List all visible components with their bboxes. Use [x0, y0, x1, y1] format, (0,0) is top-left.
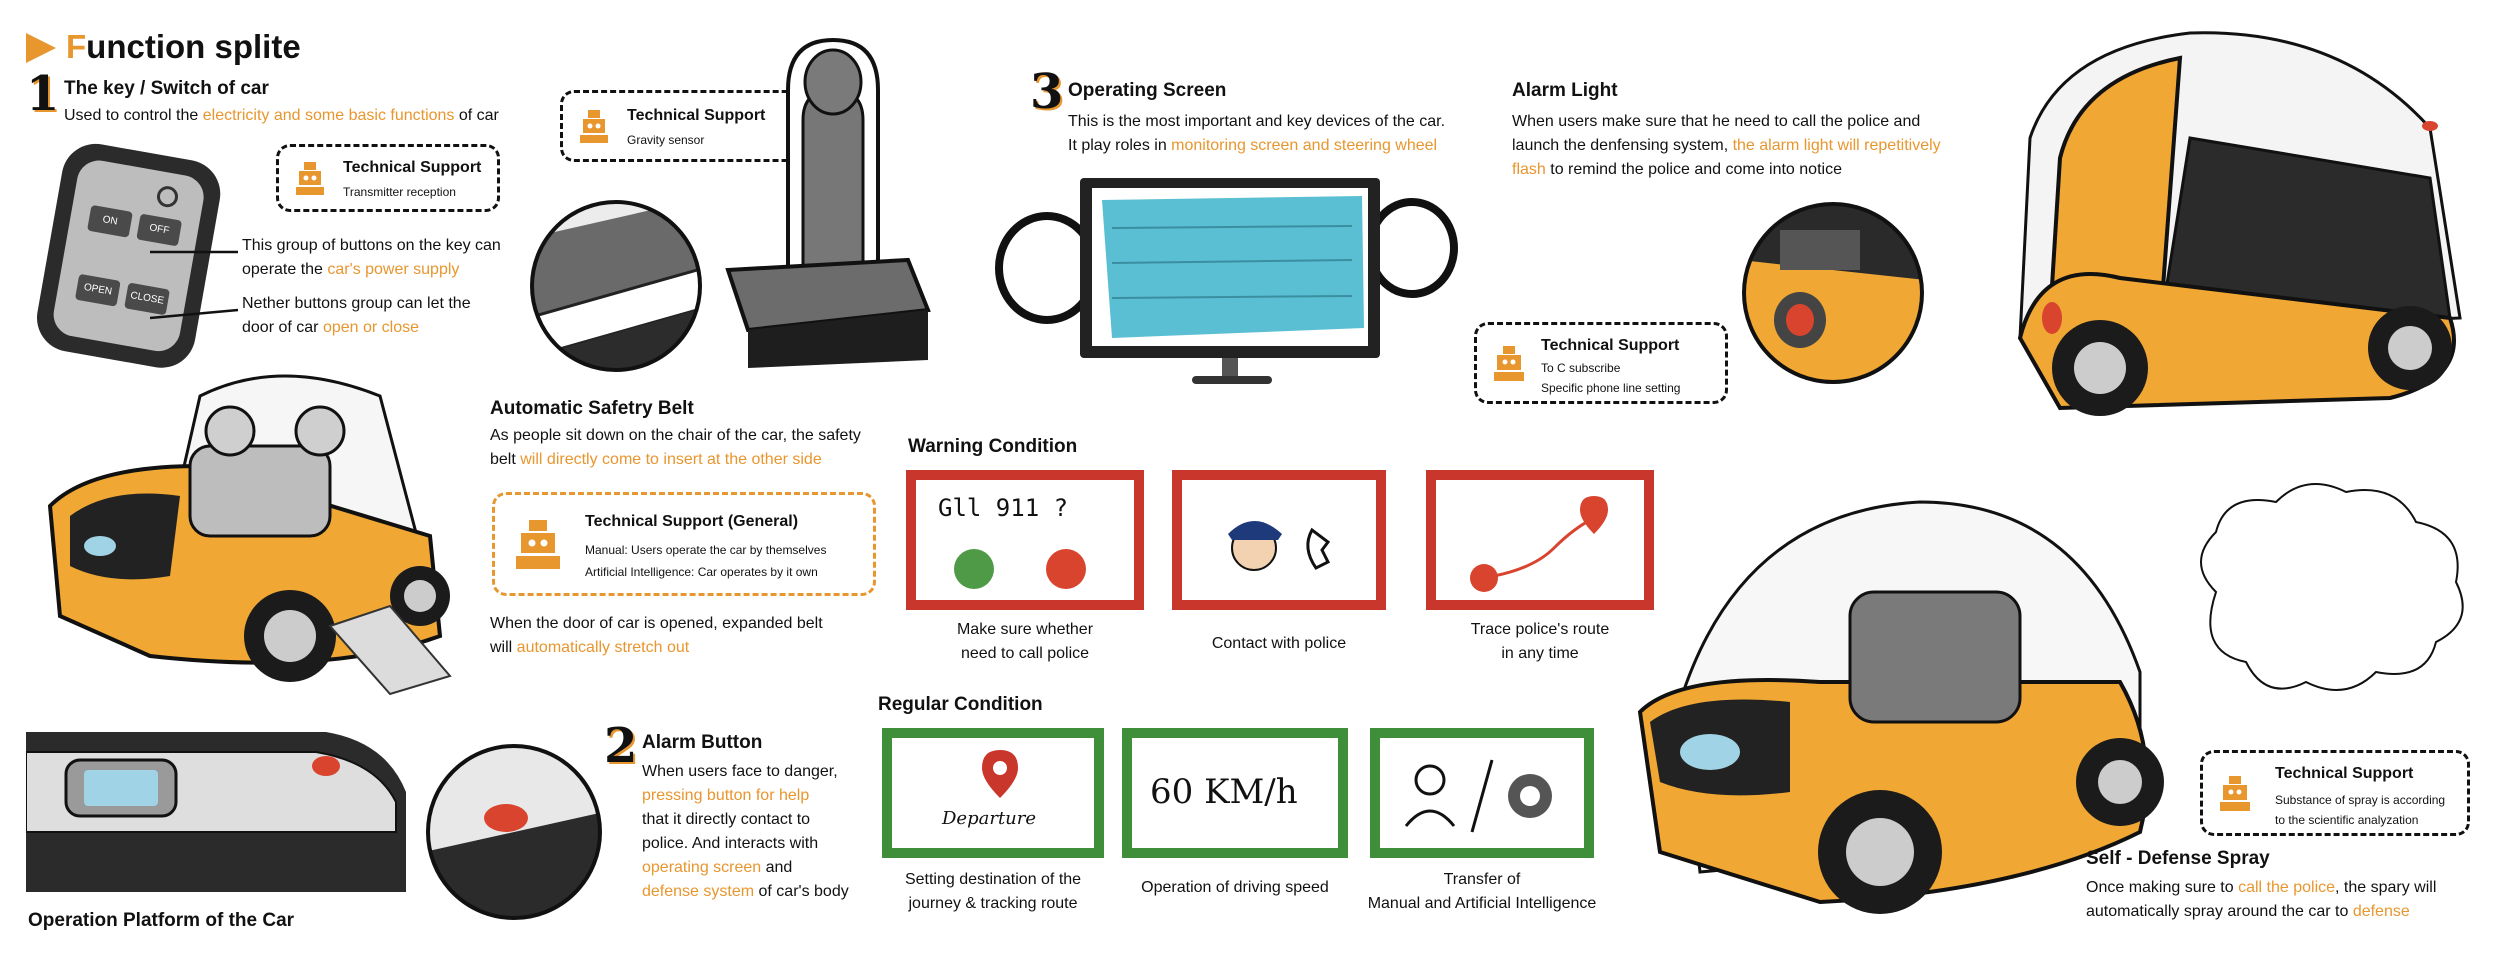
tech-support-line2: Specific phone line setting	[1541, 381, 1681, 395]
section-number-3: 3	[1030, 64, 1064, 120]
warning-panel-contact	[1172, 470, 1386, 610]
tech-support-line2: to the scientific analyzation	[2275, 813, 2419, 827]
belt-heading: Automatic Safetry Belt	[490, 398, 694, 419]
panel-handwriting: Departure	[942, 808, 1037, 829]
tech-support-title: Technical Support	[343, 159, 482, 176]
key-heading: The key / Switch of car	[64, 78, 269, 99]
spray-cloud-illustration	[2200, 483, 2464, 691]
title-first-letter: F	[66, 28, 87, 65]
tech-support-title: Technical Support (General)	[585, 513, 799, 530]
key-note-door: Nether buttons group can let the door of…	[242, 295, 471, 336]
section-number-1: 1	[26, 66, 60, 122]
car-seat-illustration	[725, 37, 931, 368]
tech-support-line1: Manual: Users operate the car by themsel…	[585, 543, 827, 557]
tech-support-line1: To C subscribe	[1541, 361, 1621, 375]
tech-support-gravity: Technical Support Gravity sensor	[560, 90, 806, 162]
police-phone-icon	[1228, 521, 1331, 571]
robot-icon	[2220, 776, 2250, 811]
belt-note: When the door of car is opened, expanded…	[490, 615, 823, 656]
location-pin-icon	[982, 750, 1018, 798]
belt-description: As people sit down on the chair of the c…	[490, 427, 861, 468]
tech-support-line1: Substance of spray is according	[2275, 793, 2446, 807]
alarm-button-heading: Alarm Button	[642, 732, 763, 753]
panel-handwriting: Gll 911 ?	[938, 494, 1069, 522]
operating-screen-illustration	[995, 178, 1458, 384]
tech-support-phone-line: Technical Support To C subscribe Specifi…	[1474, 322, 1728, 404]
tech-support-title: Technical Support	[2275, 765, 2414, 782]
key-note-power: This group of buttons on the key can ope…	[242, 237, 501, 278]
robot-icon	[516, 520, 560, 569]
title-rest: unction splite	[86, 28, 301, 65]
key-button-on[interactable]: ON	[87, 204, 133, 238]
regular-panel-destination: Departure	[882, 728, 1104, 858]
route-pin-icon	[1470, 496, 1608, 592]
platform-label: Operation Platform of the Car	[28, 910, 295, 931]
alarm-light-description: When users make sure that he need to cal…	[1512, 113, 1941, 178]
warning-panel-trace	[1426, 470, 1654, 610]
tech-support-spray: Technical Support Substance of spray is …	[2200, 750, 2470, 836]
spray-car-illustration	[1637, 500, 2164, 914]
screen-heading: Operating Screen	[1068, 80, 1227, 101]
warning-caption-2: Contact with police	[1211, 635, 1347, 652]
robot-icon	[296, 162, 324, 195]
tech-support-line1: Transmitter reception	[343, 185, 456, 199]
key-pointer-lines	[150, 250, 239, 320]
alarm-light-detail-circle	[1742, 202, 1924, 384]
tech-support-transmitter: Technical Support Transmitter reception	[276, 144, 500, 212]
person-ai-gear-icon	[1404, 759, 1552, 833]
tech-support-general: Technical Support (General) Manual: User…	[492, 492, 876, 596]
car-interior-illustration	[47, 374, 452, 696]
tech-support-line1: Gravity sensor	[627, 133, 705, 147]
tech-support-line2: Artificial Intelligence: Car operates by…	[585, 565, 818, 579]
spray-heading: Self - Defense Spray	[2086, 848, 2270, 869]
regular-panel-transfer	[1370, 728, 1594, 858]
car-rear-illustration	[2017, 31, 2462, 416]
section-number-2: 2	[604, 718, 638, 774]
key-fob-illustration: ON OFF OPEN CLOSE	[28, 140, 243, 380]
screen-description-line1: This is the most important and key devic…	[1068, 113, 1446, 130]
regular-caption-2: Operation of driving speed	[1141, 879, 1329, 896]
alarm-button-description: When users face to danger, pressing butt…	[642, 763, 849, 900]
tech-support-title: Technical Support	[1541, 337, 1680, 354]
alarm-light-heading: Alarm Light	[1512, 80, 1618, 101]
key-description: Used to control the electricity and some…	[64, 107, 499, 124]
regular-panel-speed: 60 KM/h	[1122, 728, 1348, 858]
play-arrow-icon	[26, 33, 56, 63]
key-button-open[interactable]: OPEN	[74, 273, 121, 307]
panel-handwriting: 60 KM/h	[1150, 772, 1298, 812]
regular-heading: Regular Condition	[878, 694, 1043, 715]
screen-description-line2: It play roles in monitoring screen and s…	[1068, 137, 1438, 154]
seat-detail-circle	[530, 200, 702, 372]
warning-heading: Warning Condition	[908, 436, 1078, 457]
robot-icon	[580, 110, 608, 143]
warning-panel-call: Gll 911 ?	[906, 470, 1144, 610]
alarm-button-detail-circle	[426, 744, 602, 920]
robot-icon	[1494, 346, 1524, 381]
yes-no-buttons-icon	[954, 549, 1086, 589]
tech-support-title: Technical Support	[627, 107, 766, 124]
operation-platform-illustration	[26, 732, 406, 892]
spray-description: Once making sure to call the police, the…	[2086, 879, 2437, 920]
